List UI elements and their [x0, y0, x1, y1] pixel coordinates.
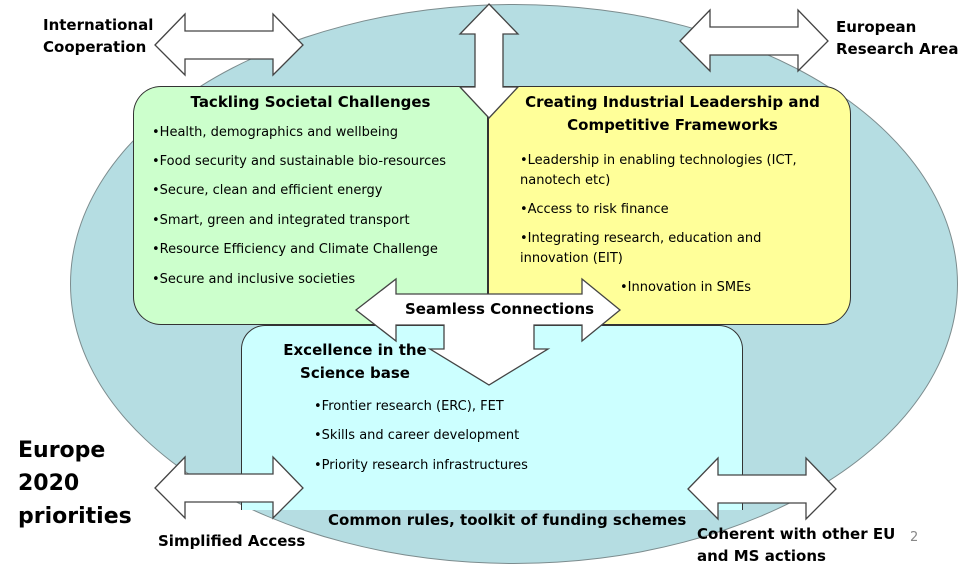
list-item: •Frontier research (ERC), FET: [314, 399, 504, 414]
societal-title: Tackling Societal Challenges: [190, 93, 431, 111]
double-arrow-icon: [154, 12, 304, 77]
list-item: •Access to risk finance: [520, 202, 669, 217]
double-arrow-icon: [679, 8, 829, 73]
box-divider: [487, 110, 488, 325]
list-item: •Health, demographics and wellbeing: [152, 125, 399, 140]
list-item: •Integrating research, education and inn…: [520, 231, 762, 266]
international-cooperation-label: International Cooperation: [43, 16, 154, 56]
societal-challenges-box: [133, 86, 493, 325]
list-item: •Innovation in SMEs: [620, 280, 752, 295]
european-research-area-label: European Research Area: [836, 18, 959, 58]
seamless-connections-arrow-icon: [354, 277, 622, 386]
list-item: •Resource Efficiency and Climate Challen…: [152, 242, 438, 257]
list-item: •Secure and inclusive societies: [152, 272, 356, 287]
list-item: •Smart, green and integrated transport: [152, 213, 410, 228]
vertical-double-arrow-icon: [458, 3, 520, 119]
page-number: 2: [910, 530, 919, 545]
seamless-connections-label: Seamless Connections: [405, 300, 595, 318]
common-rules-label: Common rules, toolkit of funding schemes: [328, 511, 687, 529]
list-item: •Priority research infrastructures: [314, 458, 528, 473]
europe-2020-priorities-label: Europe 2020 priorities: [18, 438, 132, 529]
list-item: •Leadership in enabling technologies (IC…: [520, 153, 797, 188]
list-item: •Skills and career development: [314, 428, 520, 443]
double-arrow-icon: [154, 455, 304, 520]
list-item: •Secure, clean and efficient energy: [152, 183, 383, 198]
coherent-actions-label: Coherent with other EU and MS actions: [697, 525, 896, 565]
simplified-access-label: Simplified Access: [158, 532, 306, 550]
industrial-title: Creating Industrial Leadership and Compe…: [525, 93, 820, 134]
industrial-leadership-box: [488, 86, 851, 325]
double-arrow-icon: [687, 456, 837, 521]
science-title: Excellence in the Science base: [283, 341, 427, 382]
list-item: •Food security and sustainable bio-resou…: [152, 154, 447, 169]
